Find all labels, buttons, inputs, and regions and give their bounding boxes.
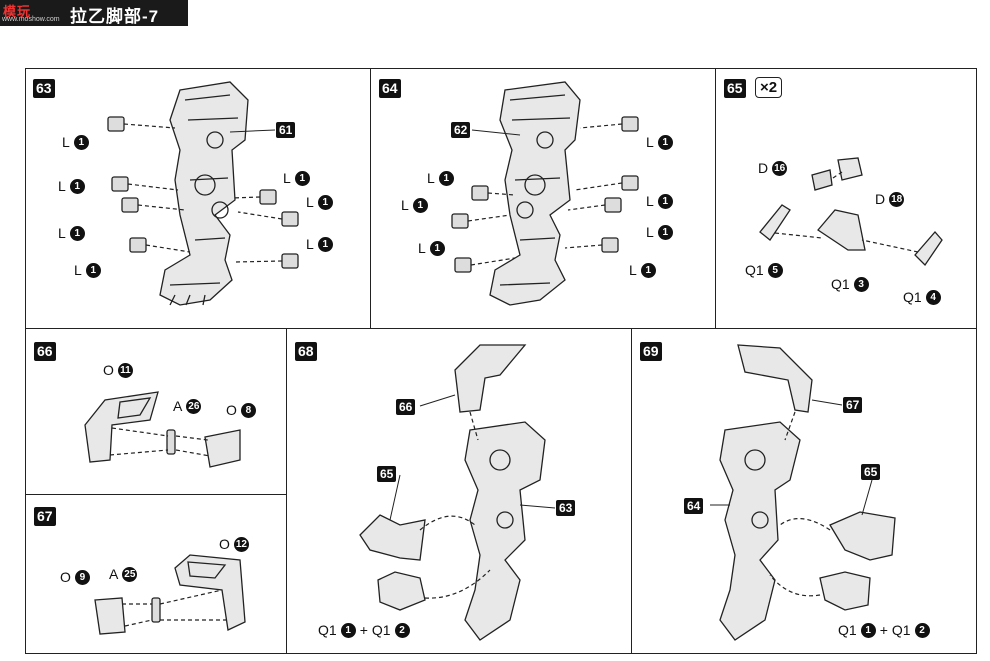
part-callout-67: 67 [843,397,862,413]
part-callout-63: 63 [556,500,575,516]
leg-assembly-64 [490,82,580,305]
leg-assembly-63 [160,82,248,305]
armor-parts-66 [85,392,240,467]
part-callout-65: 65 [861,464,880,480]
part-callout-61: 61 [276,122,295,138]
step-number-68: 68 [295,342,317,361]
part-callout-66: 66 [396,399,415,415]
step-number-65: 65 [724,79,746,98]
part-callout-64: 64 [684,498,703,514]
step-number-67: 67 [34,507,56,526]
step-number-66: 66 [34,342,56,361]
leg-assembly-68 [360,345,545,640]
part-callout-65: 65 [377,466,396,482]
step-number-69: 69 [640,342,662,361]
step-number-64: 64 [379,79,401,98]
part-callout-62: 62 [451,122,470,138]
quantity-multiplier: ×2 [755,77,782,98]
claw-parts-65 [760,158,942,265]
step-number-63: 63 [33,79,55,98]
